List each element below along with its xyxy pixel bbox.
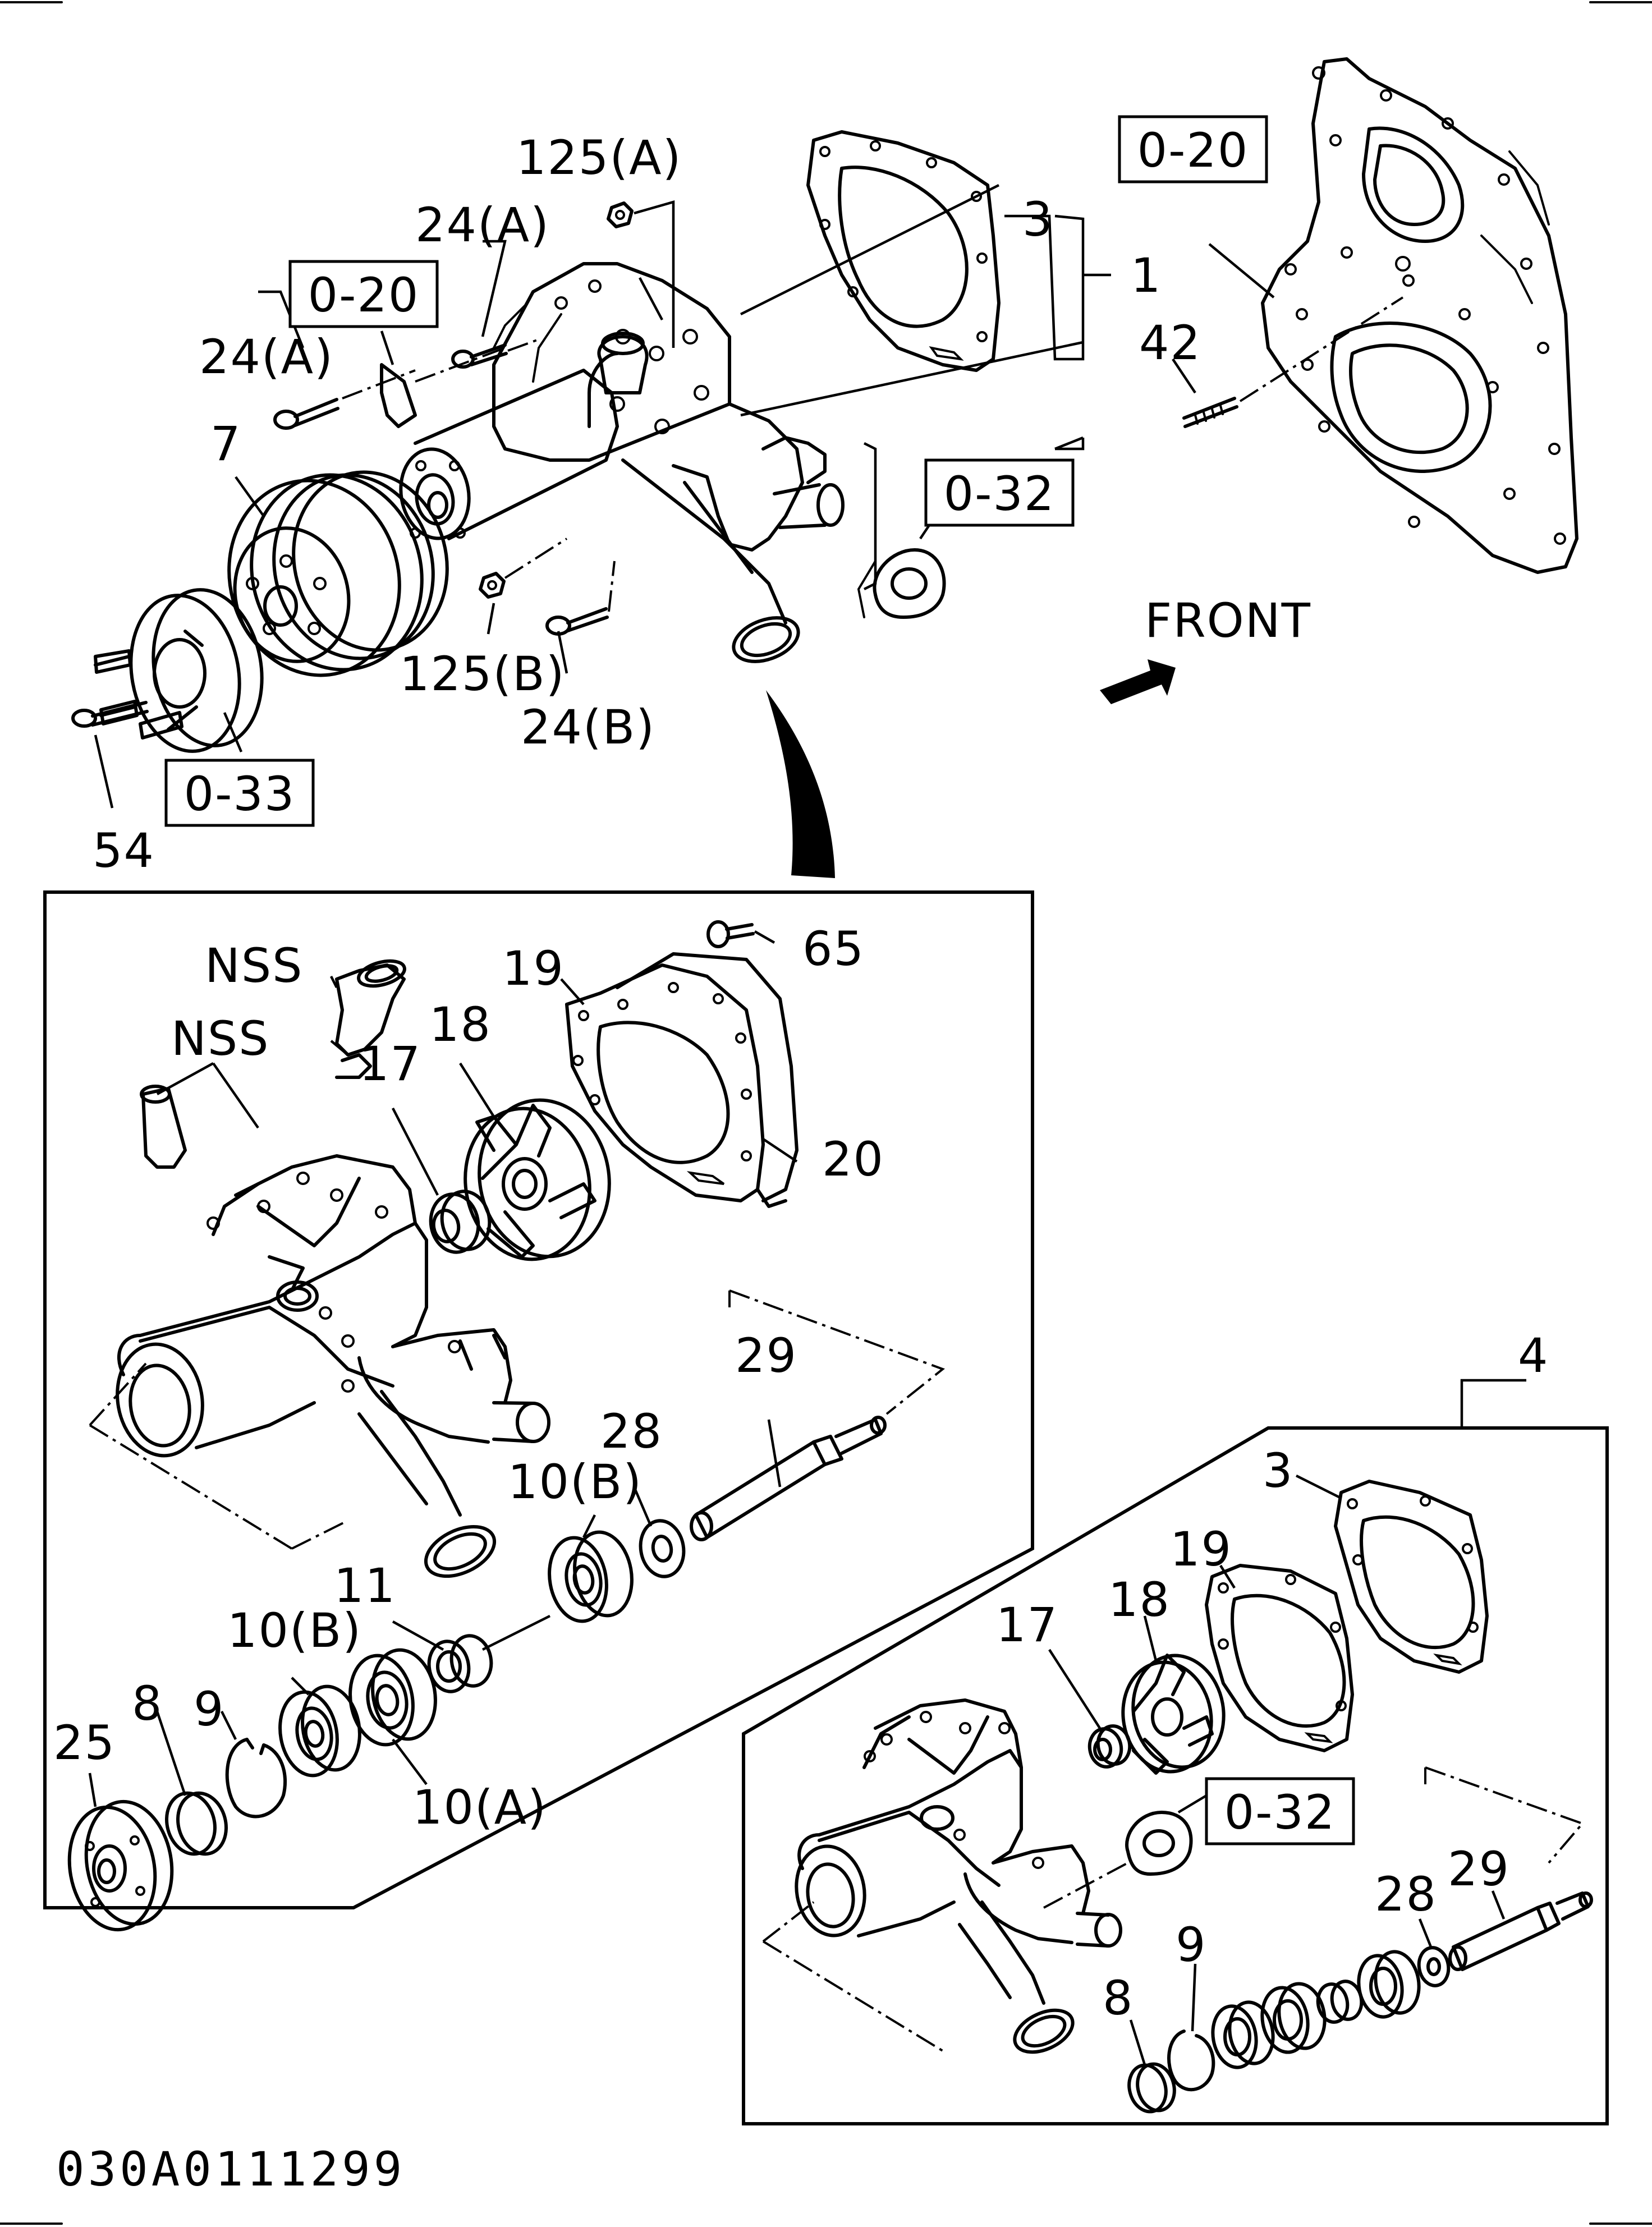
callout-17: 17 (359, 1036, 421, 1091)
screw-65 (706, 920, 755, 948)
bearing-10b-lower (278, 1684, 361, 1778)
ref-box-label: 0-33 (184, 766, 296, 821)
nut-125b (479, 538, 568, 599)
kit-seal-17 (1087, 1724, 1132, 1769)
detail-pump-body (89, 1154, 550, 1578)
bolt-24a-top (451, 338, 539, 369)
bracket-0-20-left (380, 347, 506, 428)
ref-box-0-20-left: 0-20 (288, 260, 439, 328)
kit-callout-29: 29 (1448, 1842, 1510, 1897)
snap-ring-9-detail (225, 1738, 287, 1819)
washer-28-detail (639, 1519, 686, 1578)
timing-gear-case (1261, 57, 1578, 574)
callout-125a: 125(A) (516, 130, 682, 185)
callout-9: 9 (194, 1682, 224, 1737)
kit-callout-19: 19 (1170, 1522, 1232, 1577)
ring-8-detail (165, 1791, 228, 1856)
nss-label-top: NSS (205, 938, 303, 993)
drawing-code: 030A0111299 (56, 2142, 405, 2197)
callout-10b-lower: 10(B) (227, 1603, 362, 1658)
impeller-18-detail (464, 1098, 611, 1261)
nss-pipe-left (140, 1053, 372, 1169)
callout-1: 1 (1131, 248, 1162, 303)
ref-box-label: 0-32 (944, 466, 1056, 521)
kit-gasket-19 (1205, 1564, 1354, 1752)
kit-callout-9: 9 (1176, 1917, 1206, 1972)
stud-42 (1182, 296, 1404, 428)
kit-ring-8 (1127, 2062, 1176, 2114)
kit-bearings (1211, 1950, 1421, 2069)
kit-snap-ring-9 (1167, 2029, 1215, 2092)
kit-box-frame (742, 1379, 1609, 2125)
detail-box-frame (43, 890, 1034, 1909)
gasket-3-top (806, 130, 1001, 372)
callout-18: 18 (429, 997, 492, 1052)
leader-lines-top (94, 200, 1275, 809)
kit-callout-3: 3 (1263, 1443, 1293, 1498)
kit-washer-28 (1417, 1946, 1451, 1987)
callout-3-top: 3 (1022, 192, 1053, 247)
leader-lines-kit (1048, 1474, 1506, 2065)
callout-25: 25 (53, 1715, 116, 1770)
callout-19: 19 (502, 941, 565, 996)
gasket-19-detail (565, 963, 765, 1202)
bolt-24a-left (273, 369, 416, 430)
cover-plate-20-detail (616, 952, 799, 1208)
callout-20: 20 (822, 1132, 884, 1187)
kit-callout-17: 17 (996, 1597, 1058, 1652)
callout-8: 8 (132, 1676, 163, 1731)
gasket-0-32-top (857, 548, 946, 619)
ref-box-label: 0-32 (1224, 1785, 1336, 1840)
callout-10a: 10(A) (412, 1780, 547, 1835)
ref-box-0-33: 0-33 (164, 759, 315, 827)
callout-11: 11 (334, 1558, 396, 1613)
callout-labels: 125(A) 24(A) 24(A) 3 1 7 125(B) 24(B) 54… (53, 130, 1549, 2197)
assembly-bracket-lines (740, 183, 1111, 591)
leader-lines-detail (88, 930, 798, 1807)
kit-callout-28: 28 (1375, 1867, 1437, 1922)
ref-box-label: 0-20 (1137, 123, 1249, 178)
front-label: FRONT (1145, 593, 1311, 648)
kit-shaft-29 (1424, 1766, 1593, 1971)
ref-box-0-20-right: 0-20 (1118, 115, 1268, 183)
callout-54: 54 (93, 823, 155, 878)
kit-gasket-0-32 (1043, 1794, 1208, 1909)
callout-65: 65 (802, 921, 865, 976)
callout-29: 29 (735, 1328, 797, 1383)
nss-label-left: NSS (171, 1011, 269, 1066)
shaft-29-detail (690, 1289, 946, 1541)
ref-box-0-32-top: 0-32 (924, 458, 1075, 527)
front-direction-arrow (1100, 659, 1176, 704)
callout-24b: 24(B) (521, 700, 655, 755)
kit-impeller-18 (1121, 1654, 1226, 1775)
ref-box-label: 0-20 (308, 268, 420, 323)
kit-callout-18: 18 (1108, 1572, 1171, 1627)
callout-4: 4 (1518, 1328, 1549, 1383)
callout-7: 7 (210, 416, 241, 471)
kit-callout-8: 8 (1103, 1971, 1134, 2026)
bolt-24b (545, 561, 616, 636)
callout-24a-left: 24(A) (199, 329, 334, 384)
detail-pointer-arrow (766, 690, 835, 878)
bearing-10b-upper (548, 1530, 634, 1623)
kit-gasket-3 (1334, 1480, 1489, 1674)
nut-125a (607, 201, 634, 228)
hub-25-detail (67, 1799, 174, 1932)
callout-28: 28 (600, 1404, 663, 1459)
nss-pipe-top (335, 959, 406, 1057)
hub-0-33 (94, 588, 264, 753)
callout-24a-top: 24(A) (415, 198, 550, 252)
spacer-11 (427, 1614, 551, 1693)
callout-42: 42 (1139, 315, 1201, 370)
water-pump-body-top (492, 262, 845, 663)
kit-pump-body (762, 1698, 1122, 2054)
ref-box-0-32-kit: 0-32 (1205, 1777, 1355, 1845)
callout-125b: 125(B) (400, 646, 566, 701)
callout-10b-upper: 10(B) (508, 1454, 643, 1509)
bolt-54 (71, 701, 149, 728)
